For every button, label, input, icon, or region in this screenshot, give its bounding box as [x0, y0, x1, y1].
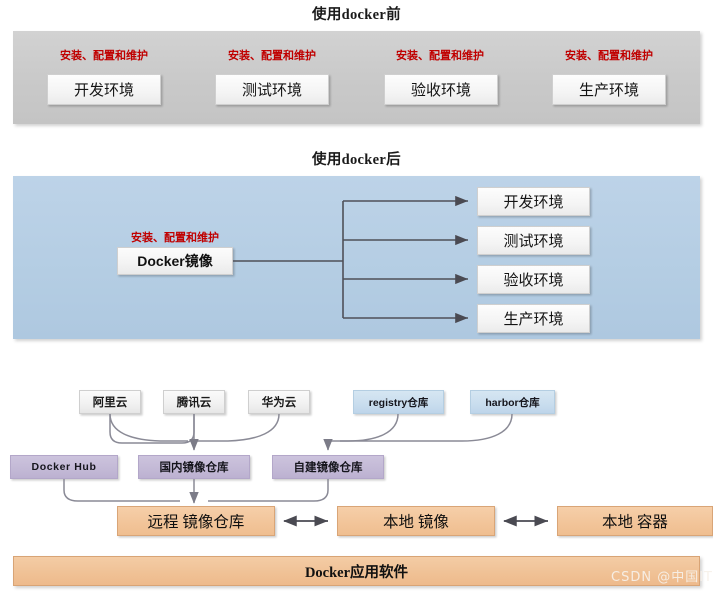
section1-red-label-3: 安装、配置和维护 [565, 50, 653, 62]
section1-env-box-1[interactable]: 测试环境 [215, 74, 329, 105]
pipeline-box-local-image[interactable]: 本地 镜像 [337, 506, 495, 536]
section2-env-box-2[interactable]: 验收环境 [477, 265, 590, 294]
section1-red-label-2: 安装、配置和维护 [396, 50, 484, 62]
watermark: CSDN @中国IT [611, 570, 713, 585]
section2-red-label: 安装、配置和维护 [131, 232, 219, 244]
section2-env-box-0[interactable]: 开发环境 [477, 187, 590, 216]
section2-env-box-1[interactable]: 测试环境 [477, 226, 590, 255]
docker-image-box[interactable]: Docker镜像 [117, 247, 233, 275]
section1-title: 使用docker前 [312, 7, 401, 23]
section1-red-label-1: 安装、配置和维护 [228, 50, 316, 62]
cloud-source-box-0[interactable]: 阿里云 [79, 390, 141, 414]
section1-red-label-0: 安装、配置和维护 [60, 50, 148, 62]
cloud-source-box-1[interactable]: 腾讯云 [163, 390, 225, 414]
registry-box-docker-hub[interactable]: Docker Hub [10, 455, 118, 479]
registry-box-self-built[interactable]: 自建镜像仓库 [272, 455, 384, 479]
registry-box-domestic[interactable]: 国内镜像仓库 [138, 455, 250, 479]
self-source-box-1[interactable]: harbor仓库 [470, 390, 555, 414]
self-source-box-0[interactable]: registry仓库 [353, 390, 444, 414]
section2-title: 使用docker后 [312, 152, 401, 168]
pipeline-box-local-container[interactable]: 本地 容器 [557, 506, 713, 536]
section1-env-box-0[interactable]: 开发环境 [47, 74, 161, 105]
section1-env-box-2[interactable]: 验收环境 [384, 74, 498, 105]
cloud-source-box-2[interactable]: 华为云 [248, 390, 310, 414]
pipeline-box-remote-registry[interactable]: 远程 镜像仓库 [117, 506, 275, 536]
footer-bar: Docker应用软件 [13, 556, 700, 586]
section1-env-box-3[interactable]: 生产环境 [552, 74, 666, 105]
section2-env-box-3[interactable]: 生产环境 [477, 304, 590, 333]
